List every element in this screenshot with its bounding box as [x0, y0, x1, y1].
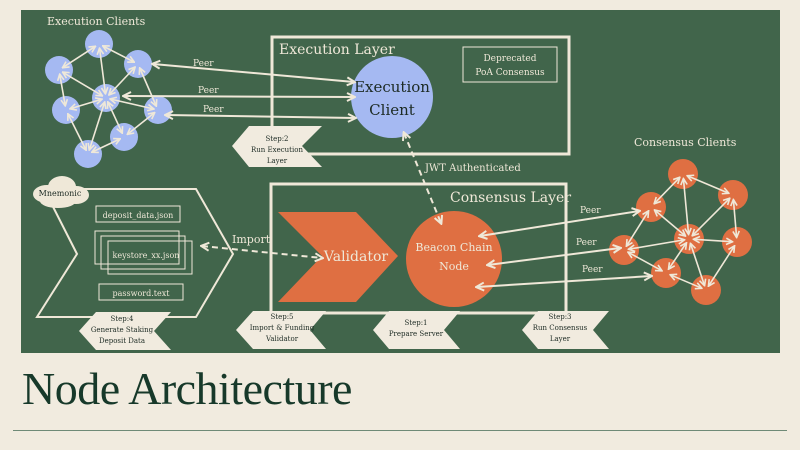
keystore-label: keystore_xx.json	[113, 251, 180, 260]
password-label: password.text	[113, 289, 171, 298]
execution-client-link	[108, 102, 122, 132]
consensus-client-link	[629, 253, 662, 271]
consensus-client-link	[669, 243, 686, 268]
svg-text:Validator: Validator	[265, 335, 299, 343]
beacon-chain-node	[406, 211, 502, 307]
cons-peer-link-1	[480, 211, 639, 236]
step-3-banner: Step:3 Run Consensus Layer	[522, 311, 609, 349]
validator-label: Validator	[323, 249, 388, 265]
execution-client-link	[100, 49, 106, 93]
execution-clients-label: Execution Clients	[47, 15, 146, 28]
svg-text:Layer: Layer	[267, 157, 288, 165]
execution-client-label-1: Execution	[354, 78, 430, 96]
execution-client-link	[63, 47, 95, 68]
beacon-chain-label-2: Node	[439, 260, 469, 273]
step-4-banner: Step:4 Generate Staking Deposit Data	[79, 312, 171, 350]
svg-text:Step:4: Step:4	[110, 315, 134, 323]
exec-peer-label-2: Peer	[198, 86, 219, 96]
execution-client-label-2: Client	[369, 101, 415, 119]
poa-consensus-label: PoA Consensus	[475, 68, 545, 78]
svg-text:Step:5: Step:5	[270, 313, 293, 321]
consensus-client-node	[609, 235, 639, 265]
consensus-client-link	[655, 210, 685, 235]
consensus-client-node	[651, 258, 681, 288]
cons-peer-link-3	[477, 276, 651, 287]
consensus-client-link	[688, 176, 728, 193]
consensus-client-link	[627, 211, 648, 245]
execution-client-node	[45, 56, 73, 84]
deposit-data-label: deposit_data.json	[103, 211, 174, 220]
execution-client-link	[128, 113, 154, 134]
consensus-client-link	[671, 275, 701, 288]
svg-text:Layer: Layer	[550, 335, 571, 343]
consensus-client-node	[691, 275, 721, 305]
execution-client-link	[92, 139, 119, 152]
validator-shape	[278, 212, 398, 302]
execution-client-link	[89, 103, 104, 150]
execution-clients-cluster	[45, 30, 172, 168]
execution-client-link	[60, 75, 65, 105]
exec-peer-label-3: Peer	[203, 105, 224, 115]
jwt-link	[404, 133, 441, 223]
consensus-client-link	[733, 200, 736, 237]
execution-client-node	[351, 56, 433, 138]
import-link	[202, 246, 322, 258]
consensus-client-link	[683, 179, 688, 234]
mnemonic-cloud	[33, 176, 89, 208]
jwt-label: JWT Authenticated	[424, 163, 521, 174]
title-divider	[13, 430, 787, 431]
cons-peer-link-2	[488, 248, 620, 265]
svg-text:Deposit Data: Deposit Data	[99, 337, 145, 345]
step-5-banner: Step:5 Import & Funding Validator	[236, 311, 326, 349]
consensus-layer-label: Consensus Layer	[450, 190, 571, 206]
execution-client-node	[85, 30, 113, 58]
deposit-data-file	[95, 205, 181, 223]
keystore-file	[107, 240, 193, 275]
svg-text:Step:3: Step:3	[548, 313, 571, 321]
step-2-banner: Step:2 Run Execution Layer	[232, 126, 322, 167]
svg-text:Run Execution: Run Execution	[251, 146, 303, 154]
keystore-file-back	[94, 230, 180, 265]
cons-peer-label-1: Peer	[580, 206, 601, 216]
beacon-chain-label-1: Beacon Chain	[415, 241, 492, 254]
execution-layer-label: Execution Layer	[279, 42, 395, 58]
exec-peer-link-2	[124, 96, 354, 97]
execution-client-link	[63, 73, 102, 96]
page-title: Node Architecture	[22, 363, 352, 414]
svg-text:Step:2: Step:2	[265, 135, 288, 143]
execution-client-link	[109, 68, 134, 95]
consensus-client-link	[693, 199, 730, 236]
execution-client-link	[68, 114, 86, 149]
consensus-clients-cluster	[609, 159, 752, 305]
execution-client-link	[140, 68, 156, 105]
svg-text:Run Consensus: Run Consensus	[533, 324, 588, 332]
execution-client-node	[110, 123, 138, 151]
execution-client-node	[74, 140, 102, 168]
execution-client-node	[144, 96, 172, 124]
consensus-client-link	[655, 178, 680, 203]
svg-text:Generate Staking: Generate Staking	[91, 326, 154, 334]
svg-text:Prepare Server: Prepare Server	[389, 330, 444, 338]
keystore-file-middle	[100, 235, 186, 270]
deprecated-label: Deprecated	[483, 54, 536, 64]
execution-client-node	[52, 96, 80, 124]
deprecated-poa-box	[462, 46, 558, 83]
mnemonic-label: Mnemonic	[39, 189, 82, 198]
cons-peer-label-3: Peer	[582, 265, 603, 275]
consensus-client-link	[709, 246, 734, 285]
import-label: Import	[232, 233, 271, 246]
consensus-clients-label: Consensus Clients	[634, 136, 737, 149]
exec-peer-link-3	[166, 115, 355, 118]
password-file	[98, 283, 184, 301]
exec-peer-label-1: Peer	[193, 59, 214, 69]
consensus-client-link	[694, 239, 732, 241]
svg-text:Import & Funding: Import & Funding	[250, 324, 315, 332]
exec-peer-link-1	[153, 64, 354, 82]
step-1-banner: Step:1 Prepare Server	[373, 311, 460, 349]
cons-peer-label-2: Peer	[576, 238, 597, 248]
svg-text:Step:1: Step:1	[404, 319, 427, 327]
